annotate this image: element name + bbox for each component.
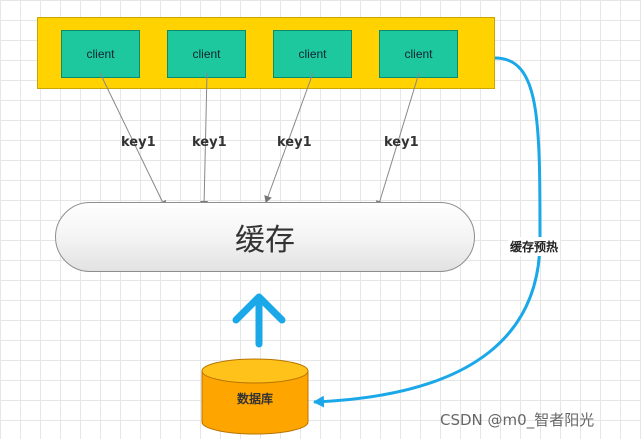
client-box-2: client [167, 30, 246, 78]
key-label-3: key1 [277, 135, 312, 150]
client-box-1: client [61, 30, 140, 78]
client-box-4: client [379, 30, 458, 78]
arrow-client-4 [375, 72, 420, 208]
arrow-client-3 [264, 72, 314, 203]
client-label: client [298, 47, 327, 61]
key-label-1: key1 [121, 135, 156, 150]
client-panel: client client client client [37, 17, 495, 89]
database-label: 数据库 [236, 392, 273, 406]
arrow-client-1 [99, 72, 166, 208]
watermark-text: CSDN @m0_智者阳光 [440, 411, 595, 429]
up-arrow-icon [232, 293, 286, 348]
warmup-label: 缓存预热 [508, 237, 561, 256]
client-label: client [192, 47, 221, 61]
arrow-client-2 [200, 72, 209, 208]
key-label-4: key1 [384, 135, 419, 150]
database-cylinder [201, 358, 309, 435]
key-label-2: key1 [192, 135, 227, 150]
client-label: client [86, 47, 115, 61]
cache-label: 缓存 [235, 223, 295, 258]
client-box-3: client [273, 30, 352, 78]
client-label: client [404, 47, 433, 61]
cache-node: 缓存 [55, 202, 475, 272]
